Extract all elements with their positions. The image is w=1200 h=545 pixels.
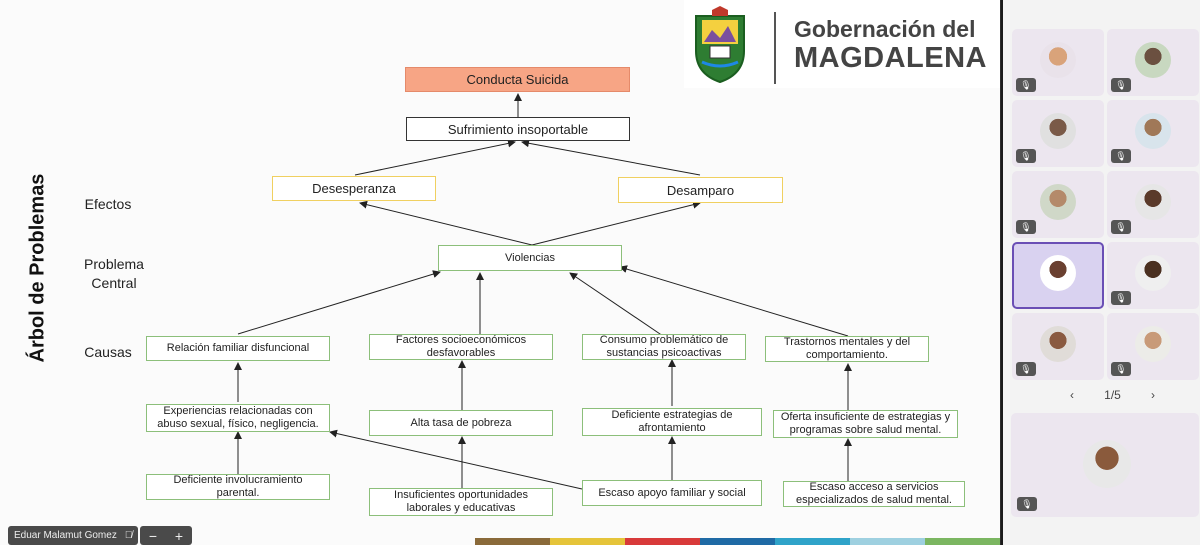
prev-page-button[interactable]: ‹ — [1070, 388, 1074, 402]
box-specialized-services-access: Escaso acceso a servicios especializados… — [783, 481, 965, 507]
box-hopelessness: Desesperanza — [272, 176, 436, 201]
stripe-3 — [625, 538, 700, 545]
participant-avatar — [1040, 254, 1076, 291]
zoom-in-button[interactable]: + — [174, 527, 184, 544]
participant-tile[interactable]: 🎙 — [1012, 29, 1104, 96]
mic-muted-icon: 🎙 — [1111, 362, 1131, 376]
stripe-7 — [925, 538, 1000, 545]
presenter-name-tag: Eduar Malamut Gomez 🎙̸ — [8, 526, 139, 545]
participant-avatar — [1135, 183, 1171, 220]
participant-avatar — [1040, 112, 1076, 149]
participant-avatar — [1040, 183, 1076, 220]
zoom-out-button[interactable]: − — [148, 527, 158, 544]
label-central-problem: Problema Central — [84, 256, 144, 291]
logo-text-line2: MAGDALENA — [794, 42, 987, 74]
mic-muted-icon: 🎙̸ — [124, 530, 133, 541]
box-unbearable-suffering: Sufrimiento insoportable — [406, 117, 630, 141]
self-avatar — [1083, 440, 1131, 488]
participant-avatar — [1135, 254, 1171, 291]
magdalena-crest-icon — [695, 6, 745, 84]
box-poverty-rate: Alta tasa de pobreza — [369, 410, 553, 436]
label-effects: Efectos — [84, 196, 132, 212]
label-causes: Causas — [84, 344, 132, 360]
box-family-social-support: Escaso apoyo familiar y social — [582, 480, 762, 506]
participant-tile[interactable]: 🎙 — [1012, 171, 1104, 238]
gobernacion-logo: Gobernación del MAGDALENA — [684, 0, 1000, 88]
participant-tile[interactable]: 🎙 — [1107, 171, 1199, 238]
mic-muted-icon: 🎙 — [1017, 497, 1037, 511]
logo-divider — [774, 12, 776, 84]
color-stripes — [475, 538, 1000, 545]
participant-avatar — [1135, 112, 1171, 149]
self-view-tile[interactable]: 🎙 — [1011, 413, 1199, 517]
participant-avatar — [1040, 41, 1076, 78]
participant-tile[interactable]: 🎙 — [1012, 100, 1104, 167]
logo-text-line1: Gobernación del — [794, 16, 976, 42]
box-substance-use: Consumo problemático de sustancias psico… — [582, 334, 746, 360]
box-mental-disorders: Trastornos mentales y del comportamiento… — [765, 336, 929, 362]
slide-vertical-title: Árbol de Problemas — [26, 173, 49, 363]
participant-tile[interactable]: 🎙 — [1107, 313, 1199, 380]
stripe-5 — [775, 538, 850, 545]
stripe-1 — [475, 538, 550, 545]
box-coping-strategies: Deficiente estrategias de afrontamiento — [582, 408, 762, 436]
tree-arrows — [234, 93, 852, 490]
box-parental-involvement: Deficiente involucramiento parental. — [146, 474, 330, 500]
box-mental-health-programs: Oferta insuficiente de estrategias y pro… — [773, 410, 958, 438]
stripe-4 — [700, 538, 775, 545]
stripe-2 — [550, 538, 625, 545]
stripe-6 — [850, 538, 925, 545]
participant-tile[interactable]: 🎙 — [1107, 100, 1199, 167]
page-indicator: 1/5 — [1104, 388, 1121, 402]
mic-muted-icon: 🎙 — [1111, 149, 1131, 163]
mic-muted-icon: 🎙 — [1016, 149, 1036, 163]
box-abuse-experiences: Experiencias relacionadas con abuso sexu… — [146, 404, 330, 432]
mic-muted-icon: 🎙 — [1016, 78, 1036, 92]
box-suicidal-behavior: Conducta Suicida — [405, 67, 630, 92]
mic-muted-icon: 🎙 — [1111, 78, 1131, 92]
mic-muted-icon: 🎙 — [1016, 220, 1036, 234]
mic-muted-icon: 🎙 — [1016, 362, 1036, 376]
box-work-education-opportunities: Insuficientes oportunidades laborales y … — [369, 488, 553, 516]
participant-tile[interactable]: 🎙 — [1107, 29, 1199, 96]
participant-tile[interactable]: 🎙 — [1012, 313, 1104, 380]
box-dysfunctional-family: Relación familiar disfuncional — [146, 336, 330, 361]
participant-avatar — [1135, 41, 1171, 78]
participant-tile-active-speaker[interactable] — [1012, 242, 1104, 309]
box-violence: Violencias — [438, 245, 622, 271]
participant-tile[interactable]: 🎙 — [1107, 242, 1199, 309]
zoom-controls: − + — [140, 526, 192, 545]
mic-muted-icon: 🎙 — [1111, 291, 1131, 305]
next-page-button[interactable]: › — [1151, 388, 1155, 402]
presenter-name: Eduar Malamut Gomez — [14, 530, 117, 541]
shared-slide: Árbol de Problemas Efectos Problema Cent… — [0, 0, 1000, 545]
participant-avatar — [1040, 325, 1076, 362]
participant-pager: ‹ 1/5 › — [1070, 388, 1155, 402]
box-socioeconomic-factors: Factores socioeconómicos desfavorables — [369, 334, 553, 360]
mic-muted-icon: 🎙 — [1111, 220, 1131, 234]
participant-avatar — [1135, 325, 1171, 362]
box-helplessness: Desamparo — [618, 177, 783, 203]
